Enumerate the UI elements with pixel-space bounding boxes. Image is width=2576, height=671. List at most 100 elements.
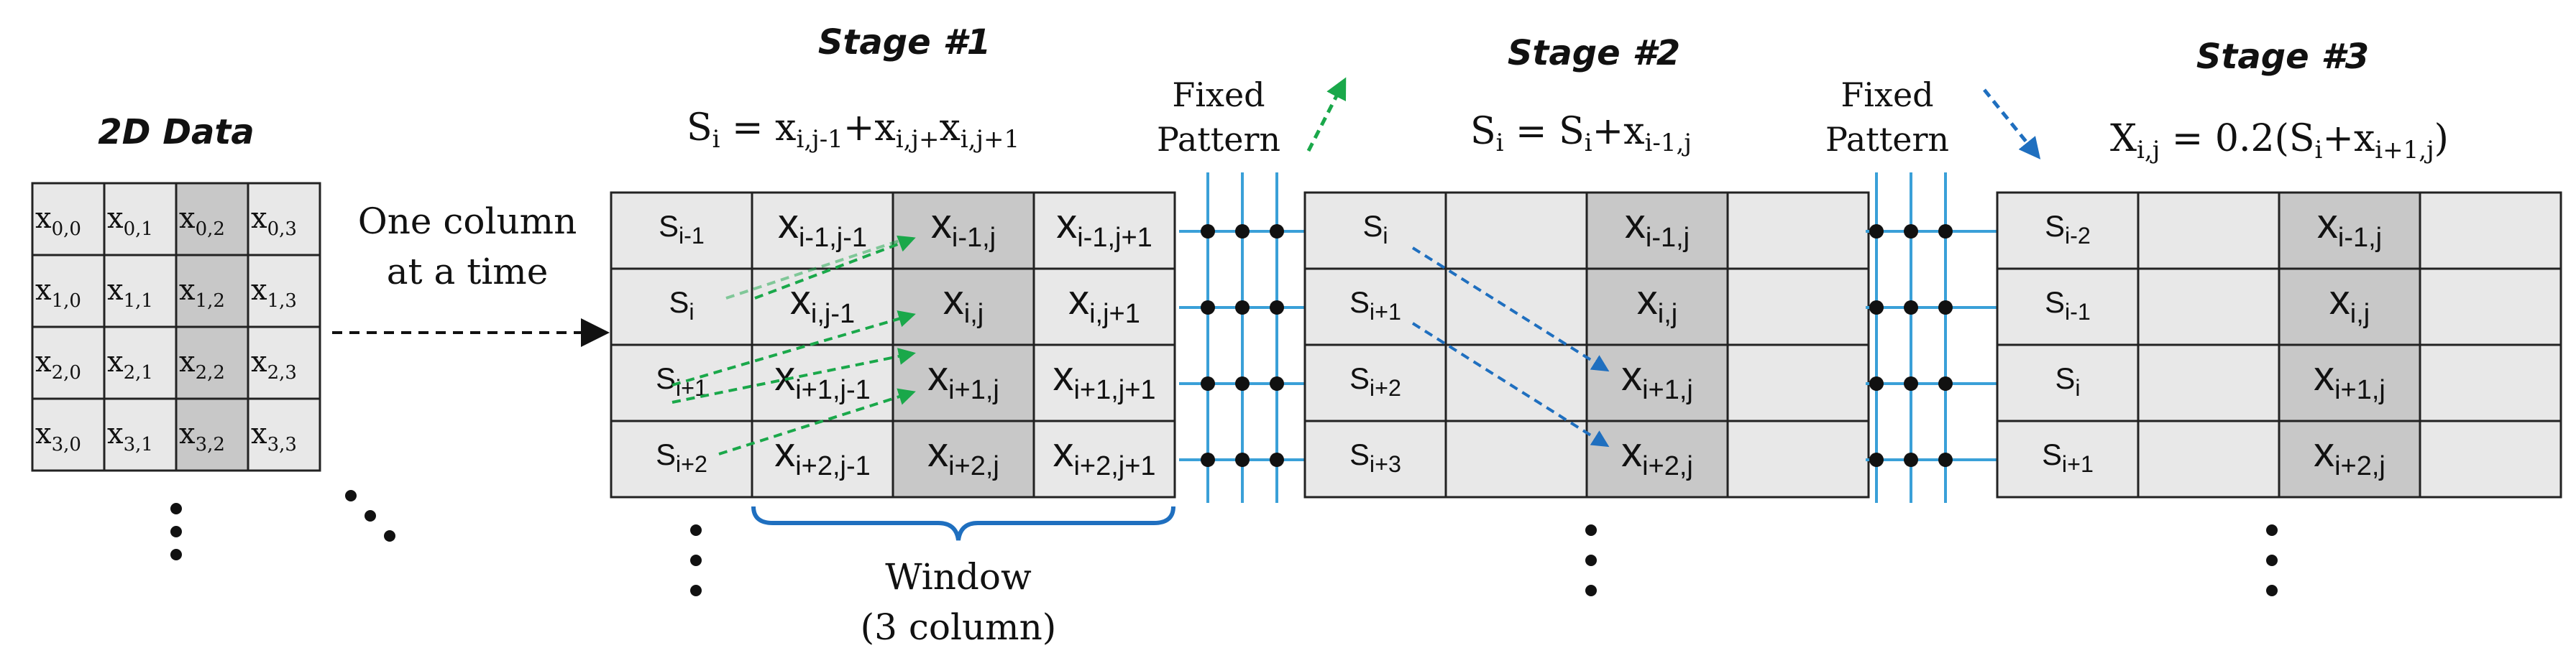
data2d-cell-label: x1,3: [251, 274, 297, 312]
data2d-cell-label: x1,0: [35, 274, 81, 312]
window-label-line1: Window: [885, 556, 1032, 598]
partial-sum-label: Si+3: [1349, 438, 1401, 477]
stage-cell: [2419, 267, 2562, 346]
element-label: xi+2,j: [927, 429, 999, 481]
data2d-cell-label: x2,0: [35, 346, 81, 384]
stage-cell: [1032, 343, 1176, 422]
data2d-cell: [31, 397, 106, 472]
stage1-title: Stage #1: [818, 22, 991, 63]
stage1-formula: Si = xi,j-1+xi,j+xi,j+1: [687, 106, 1019, 154]
data2d-cell: [31, 254, 106, 328]
stage-cell: [1585, 191, 1729, 270]
stage-cell: [1303, 191, 1447, 270]
partial-sum-label: Si-1: [659, 209, 705, 249]
stage-cell: [1303, 267, 1447, 346]
element-label: xi,j+1: [1068, 277, 1140, 329]
stage-cell: [2419, 191, 2562, 270]
data2d-cell-label: x3,2: [179, 417, 225, 455]
element-label: xi-1,j+1: [1056, 200, 1152, 253]
data2d-cell-label: x0,1: [107, 202, 153, 240]
data2d-cell: [247, 397, 321, 472]
partial-sum-label: Si-2: [2045, 209, 2091, 249]
stage1-ellipsis: [690, 524, 702, 596]
stage-cell: [1444, 420, 1588, 499]
stage-cell: [1726, 267, 1870, 346]
data2d-cell-label: x0,3: [251, 202, 297, 240]
data2d-cell: [31, 325, 106, 400]
pattern2-line2: Pattern: [1825, 120, 1949, 159]
window-brace: [751, 506, 1175, 541]
arrow-label-line1: One column: [358, 200, 577, 242]
stage3-formula: Xi,j = 0.2(Si+xi+1,j): [2110, 117, 2449, 165]
stage-cell: [1726, 191, 1870, 270]
pattern1-arrow: [1306, 77, 1347, 152]
stage2-ellipsis: [1585, 524, 1597, 596]
stage-cell: [2137, 191, 2281, 270]
element-label: xi+2,j: [2314, 429, 2385, 481]
stage-cell: [2419, 420, 2562, 499]
element-label: xi+1,j: [927, 353, 999, 405]
data2d-cell-label: x3,1: [107, 417, 153, 455]
element-label: xi,j: [943, 277, 984, 329]
pattern1-crossbar: [1179, 172, 1305, 503]
partial-sum-label: Si+1: [1349, 285, 1401, 325]
data2d-cell-label: x2,2: [179, 346, 225, 384]
stage-cell: [2278, 191, 2421, 270]
data2d-cell-label: x1,2: [179, 274, 225, 312]
stage-cell: [1032, 191, 1176, 270]
stage-cell: [2137, 420, 2281, 499]
stage-cell: [1996, 420, 2140, 499]
stage-cell: [1726, 343, 1870, 422]
element-label: xi,j: [2329, 277, 2370, 329]
stage-cell: [1585, 420, 1729, 499]
stage-cell: [1585, 267, 1729, 346]
pattern2-line1: Fixed: [1841, 75, 1933, 114]
stage-cell: [2137, 343, 2281, 422]
stage-cell: [1444, 267, 1588, 346]
stage-cell: [610, 420, 753, 499]
stage-cell: [2137, 267, 2281, 346]
window-label-line2: (3 column): [861, 606, 1057, 648]
partial-sum-label: Si: [669, 285, 694, 325]
element-label: xi+1,j-1: [774, 353, 871, 405]
element-label: xi+2,j+1: [1053, 429, 1155, 481]
pattern1-line2: Pattern: [1157, 120, 1280, 159]
element-label: xi+1,j: [2314, 353, 2385, 405]
data2d-ellipsis-vertical: [170, 503, 182, 560]
element-label: xi,j: [1637, 277, 1677, 329]
stage3-ellipsis: [2266, 524, 2278, 596]
data2d-cell-label: x3,0: [35, 417, 81, 455]
stage2-formula: Si = Si+xi-1,j: [1470, 110, 1692, 157]
data2d-cell: [103, 325, 178, 400]
data2d-cell: [103, 397, 178, 472]
stage-cell: [1444, 191, 1588, 270]
data2d-cell-label: x1,1: [107, 274, 153, 312]
arrow-label-line2: at a time: [387, 251, 549, 292]
stage3-title: Stage #3: [2196, 37, 2369, 77]
data2d-cell: [247, 254, 321, 328]
element-label: xi,j-1: [790, 277, 855, 329]
data2d-cell: [103, 254, 178, 328]
partial-sum-label: Si+2: [656, 438, 707, 477]
stage-cell: [2278, 420, 2421, 499]
data2d-cell: [247, 182, 321, 256]
stage-cell: [1726, 420, 1870, 499]
stage-cell: [1996, 191, 2140, 270]
stage-cell: [1996, 267, 2140, 346]
data2d-cell: [31, 182, 106, 256]
element-label: xi-1,j-1: [778, 200, 867, 253]
element-label: xi-1,j: [2317, 200, 2382, 253]
partial-sum-label: Si-1: [2045, 285, 2091, 325]
pattern2-arrow: [1983, 88, 2041, 159]
stage-cell: [751, 343, 894, 422]
element-label: xi+1,j: [1621, 353, 1693, 405]
stage-cell: [1585, 343, 1729, 422]
data2d-cell-label: x2,3: [251, 346, 297, 384]
stage2-title: Stage #2: [1508, 33, 1680, 73]
element-label: xi+1,j+1: [1053, 353, 1155, 405]
stage1-sum-arrows: [671, 235, 916, 455]
element-label: xi+2,j: [1621, 429, 1693, 481]
